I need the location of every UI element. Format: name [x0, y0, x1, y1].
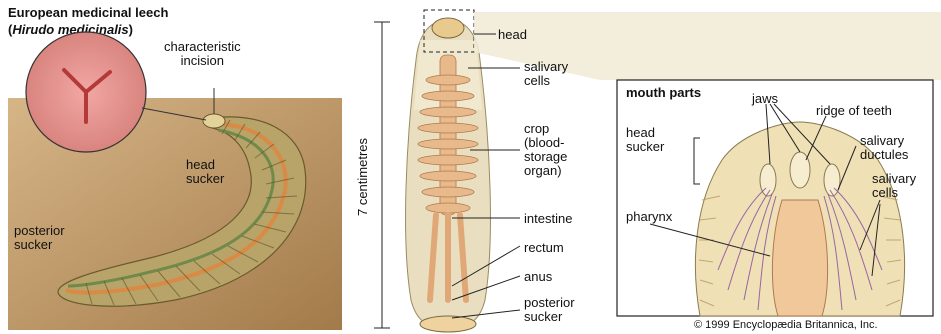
label-pharynx: pharynx — [626, 210, 672, 224]
inset-title: mouth parts — [626, 86, 701, 100]
copyright: © 1999 Encyclopædia Britannica, Inc. — [694, 318, 878, 332]
label-inset-salivary-cells: salivary cells — [872, 172, 916, 200]
label-inset-head-sucker: head sucker — [626, 126, 664, 154]
label-jaws: jaws — [752, 92, 778, 106]
label-salivary-ductules: salivary ductules — [860, 134, 908, 162]
inset-pharynx — [772, 200, 827, 316]
label-ridge-of-teeth: ridge of teeth — [816, 104, 892, 118]
